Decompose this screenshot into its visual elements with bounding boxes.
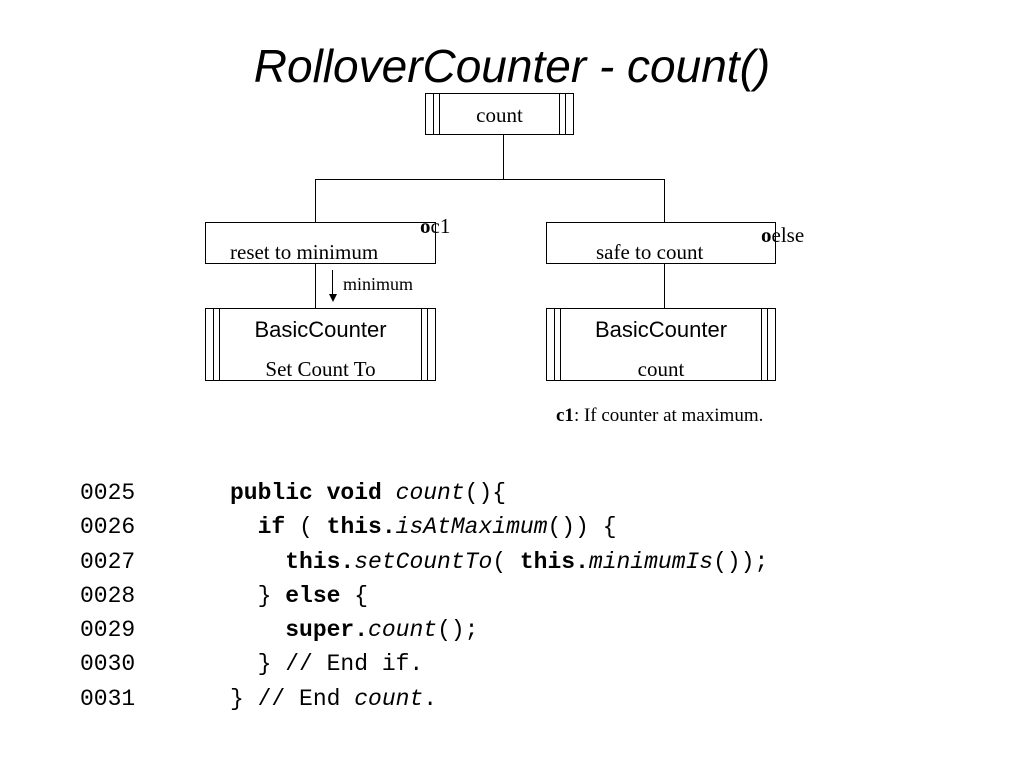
module-operation: count [637, 357, 685, 381]
root-module-label: count [476, 103, 523, 127]
connector [503, 135, 504, 179]
connector [315, 179, 316, 222]
condition-footnote: c1: If counter at maximum. [556, 405, 764, 426]
parameter-label: minimum [343, 274, 414, 294]
safe-to-count-label: safe to count [596, 240, 704, 264]
code-token: isAtMaximum [395, 514, 548, 541]
code-token: if [257, 514, 300, 541]
code-token: (){ [464, 480, 507, 506]
code-line: 0029 super.count(); [80, 613, 768, 647]
connector [315, 264, 316, 308]
basic-counter-set-count-to-box: BasicCounter Set Count To [205, 308, 436, 381]
code-line: 0028 } else { [80, 579, 768, 613]
code-token: } // End [230, 685, 355, 712]
code-token: ( [299, 514, 327, 541]
code-token: setCountTo [354, 548, 493, 575]
code-token: ( [492, 548, 520, 575]
code-token: ()); [713, 548, 769, 575]
code-token: else [285, 582, 341, 609]
code-token: super. [285, 617, 369, 644]
connector [664, 179, 665, 222]
code-token: public void [230, 480, 396, 506]
line-number: 0025 [80, 480, 136, 506]
line-number: 0026 [80, 514, 136, 541]
line-number: 0027 [80, 548, 136, 575]
code-token: this. [519, 548, 589, 575]
module-operation: Set Count To [265, 357, 376, 381]
code-token: { [340, 582, 369, 609]
root-module-box: count [425, 93, 574, 135]
module-name: BasicCounter [594, 317, 728, 342]
code-token: (); [437, 617, 479, 644]
line-number: 0030 [80, 651, 136, 678]
selector-marker: oc1 [420, 214, 451, 238]
code-token: } // End if. [257, 651, 424, 678]
code-token: ()) { [547, 514, 617, 541]
code-token: count [395, 480, 465, 506]
reset-to-minimum-label: reset to minimum [230, 240, 379, 264]
code-token: this. [326, 514, 396, 541]
code-line: 0031 } // End count. [80, 682, 768, 716]
line-number: 0031 [80, 685, 136, 712]
code-token: minimumIs [588, 548, 714, 575]
code-line: 0026 if ( this.isAtMaximum()) { [80, 510, 768, 544]
code-token: count [354, 685, 424, 712]
condition-c1: c1 [430, 214, 451, 238]
code-token: } [257, 582, 286, 609]
line-number: 0028 [80, 582, 136, 609]
module-name: BasicCounter [254, 317, 387, 342]
reset-to-minimum-box: reset to minimum [205, 222, 436, 264]
line-number: 0029 [80, 617, 136, 644]
safe-to-count-box: safe to count [546, 222, 776, 264]
code-token: this. [285, 548, 355, 575]
code-token: . [423, 685, 438, 712]
code-token: count [368, 617, 438, 644]
code-line: 0030 } // End if. [80, 647, 768, 681]
basic-counter-count-box: BasicCounter count [546, 308, 776, 381]
connector [315, 179, 665, 180]
parameter-arrow [332, 270, 333, 294]
arrow-head-icon [329, 294, 337, 302]
code-line: 0025 public void count(){ [80, 476, 768, 510]
slide-title: RolloverCounter - count() [253, 40, 771, 92]
connector [664, 264, 665, 308]
condition-else: else [771, 223, 805, 247]
selector-marker: oelse [761, 223, 805, 247]
code-line: 0027 this.setCountTo( this.minimumIs()); [80, 545, 768, 579]
